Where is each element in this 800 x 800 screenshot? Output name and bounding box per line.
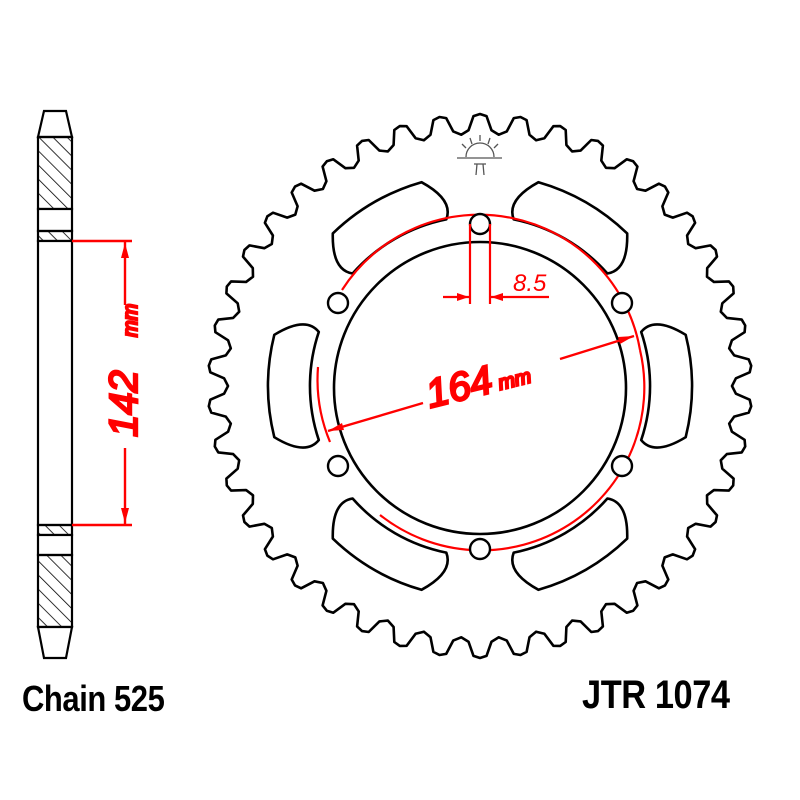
lightening-slot [511,497,629,592]
sprocket-teeth-outline [207,112,753,660]
profile-top-hatch [36,135,74,211]
diameter-dimension-unit: mm [496,365,534,394]
profile-top-gap [36,207,74,233]
lightening-slot [266,323,321,449]
lightening-slot [511,180,629,275]
jt-sun-logo-icon [457,135,502,176]
bolt-hole [468,212,492,236]
side-profile-view [36,109,74,660]
bolt-hole [610,454,634,478]
lightening-slot [639,323,694,449]
height-dimension-unit: mm [120,304,142,337]
height-dimension: 142 mm [72,239,147,527]
profile-bottom-chamfer [36,625,74,660]
bolt-hole [468,537,492,561]
profile-bottom-gap [36,533,74,557]
bolt-hole [610,291,634,315]
profile-bottom-hatch [36,553,74,629]
profile-bottom-hatch-small [36,523,74,537]
diameter-dimension-value: 164 [422,358,497,417]
hole-diameter-value: 8.5 [513,270,547,297]
bolt-holes [326,212,634,561]
diameter-dimension: 164 mm [327,334,635,433]
lightening-slot [331,180,449,275]
bolt-hole [326,291,350,315]
bolt-hole [326,454,350,478]
center-bore [332,240,628,536]
profile-body [36,239,74,527]
chain-size-label: Chain 525 [22,678,165,719]
profile-top-hatch-small [36,229,74,243]
height-dimension-value: 142 [102,370,146,437]
lightening-slot [331,497,449,592]
hole-diameter-dimension: 8.5 [443,224,549,304]
part-number-label: JTR 1074 [582,673,730,717]
profile-top-chamfer [36,109,74,139]
